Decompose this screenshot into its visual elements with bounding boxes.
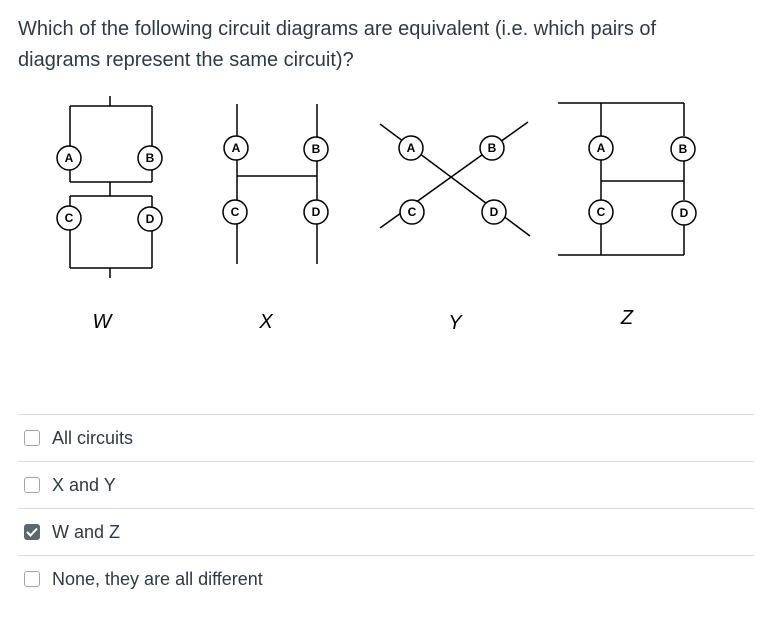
checkmark-icon [26, 527, 38, 537]
checkbox[interactable] [24, 571, 40, 587]
answer-options: All circuits X and Y W and Z None, they … [18, 414, 754, 602]
x-label-b: B [312, 142, 321, 156]
checkbox[interactable] [24, 430, 40, 446]
option-x-and-y[interactable]: X and Y [18, 461, 754, 508]
option-w-and-z[interactable]: W and Z [18, 508, 754, 555]
checkbox[interactable] [24, 477, 40, 493]
y-label-d: D [490, 205, 499, 219]
circuit-x [222, 104, 329, 264]
option-label: All circuits [52, 427, 134, 448]
w-label-a: A [65, 151, 74, 165]
caption-w: W [93, 311, 114, 333]
caption-x: X [258, 311, 273, 333]
caption-z: Z [620, 307, 634, 329]
z-label-a: A [597, 141, 606, 155]
question-text: Which of the following circuit diagrams … [18, 18, 657, 71]
x-label-d: D [312, 205, 321, 219]
option-none[interactable]: None, they are all different [18, 555, 754, 602]
y-label-a: A [407, 141, 416, 155]
y-label-c: C [408, 205, 417, 219]
z-label-b: B [679, 142, 688, 156]
circuit-z [558, 102, 697, 256]
x-label-c: C [231, 205, 240, 219]
option-label: W and Z [52, 521, 121, 542]
checkbox-checked[interactable] [24, 524, 40, 540]
option-all-circuits[interactable]: All circuits [18, 414, 754, 461]
circuit-y [379, 121, 531, 237]
circuit-diagrams-figure: A B C D A B C D A B C D A B C D W X Y Z [56, 96, 697, 334]
circuit-w [56, 96, 163, 278]
caption-y: Y [448, 312, 463, 334]
w-label-b: B [146, 151, 155, 165]
z-label-c: C [597, 205, 606, 219]
w-label-d: D [146, 212, 155, 226]
z-label-d: D [680, 206, 689, 220]
y-label-b: B [488, 141, 497, 155]
option-label: None, they are all different [52, 568, 263, 589]
option-label: X and Y [52, 474, 116, 495]
x-label-a: A [232, 141, 241, 155]
w-label-c: C [65, 211, 74, 225]
